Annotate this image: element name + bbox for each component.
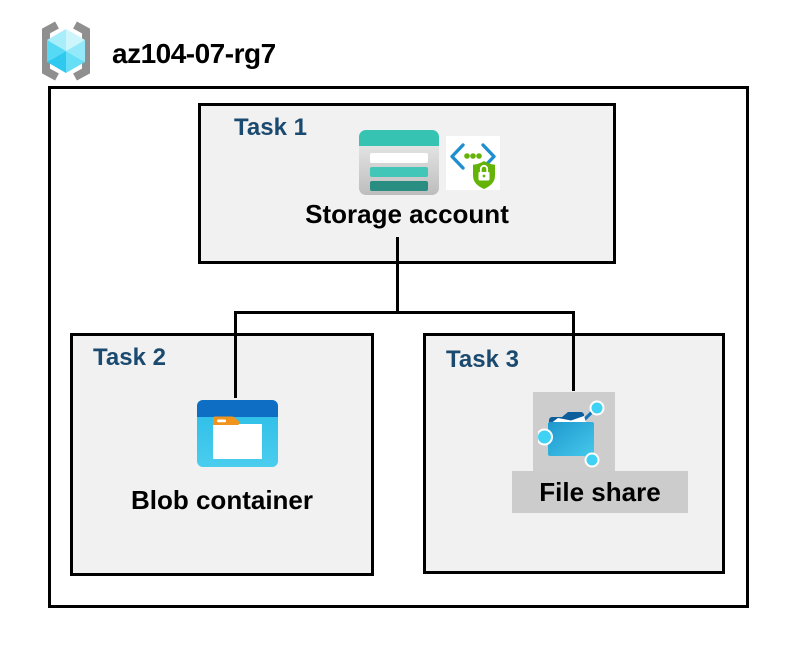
shared-access-signature-icon	[446, 136, 500, 190]
task1-box: Task 1	[198, 103, 616, 264]
storage-account-icon	[359, 130, 439, 195]
task2-label: Task 2	[93, 344, 166, 371]
file-share-label-strip: File share	[512, 471, 688, 513]
file-share-label: File share	[539, 476, 661, 507]
storage-account-label: Storage account	[305, 199, 509, 229]
task1-label: Task 1	[234, 114, 307, 141]
connector-to-file-share	[572, 311, 575, 391]
file-share-icon	[536, 396, 610, 468]
file-share-icon-backing	[533, 392, 615, 472]
blob-container-icon	[197, 400, 278, 467]
connector-to-blob-container	[234, 311, 237, 398]
task2-box: Task 2 Blob container	[70, 333, 374, 576]
resource-group-name: az104-07-rg7	[112, 38, 276, 69]
task3-label: Task 3	[446, 346, 519, 373]
connector-storage-stem	[396, 237, 399, 314]
connector-branch-bar	[234, 311, 575, 314]
blob-container-label: Blob container	[130, 485, 313, 515]
resource-group-icon	[34, 18, 98, 84]
